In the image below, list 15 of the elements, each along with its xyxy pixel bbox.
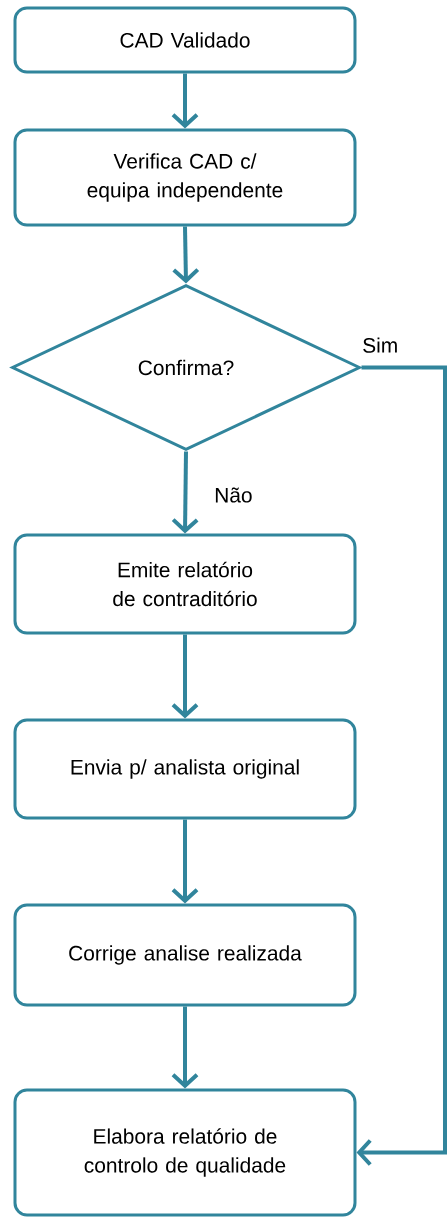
process-box: Corrige analise realizada — [13, 903, 357, 1007]
arrow — [171, 73, 199, 129]
arrow — [171, 1006, 199, 1089]
process-box: Verifica CAD c/ equipa independente — [13, 128, 357, 227]
process-box: Emite relatório de contraditório — [13, 533, 357, 635]
arrow — [171, 819, 199, 904]
process-box: Envia p/ analista original — [13, 718, 357, 820]
arrow — [171, 634, 199, 719]
process-box: Elabora relatório de controlo de qualidade — [13, 1088, 357, 1217]
arrow — [172, 226, 200, 284]
arrow — [356, 365, 447, 1166]
arrow — [171, 451, 199, 534]
edge-label: Não — [212, 485, 255, 505]
process-box: CAD Validado — [13, 6, 357, 74]
edge-label: Sim — [360, 335, 401, 355]
